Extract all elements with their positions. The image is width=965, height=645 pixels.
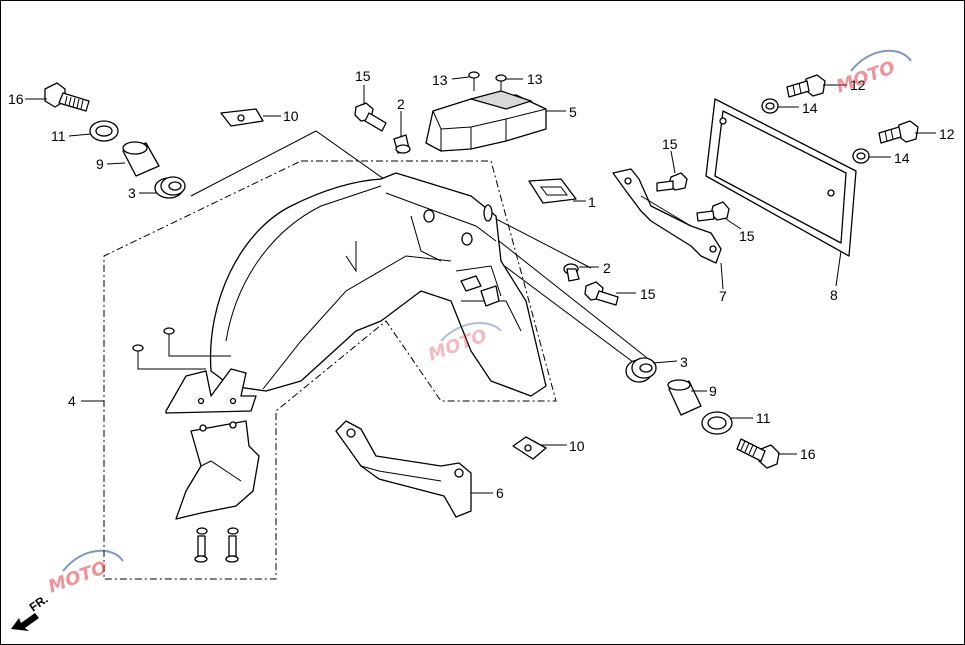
callout-6: 6 (496, 485, 504, 501)
callout-12-b: 12 (939, 126, 955, 142)
callout-10-left: 10 (283, 108, 299, 124)
license-plate-8 (705, 98, 857, 257)
callout-1: 1 (588, 194, 596, 210)
callout-2-top: 2 (397, 96, 405, 112)
front-direction-label: FR. (27, 592, 51, 615)
callout-11-left: 11 (51, 128, 66, 144)
callout-labels: 16 11 9 3 4 10 15 2 13 13 5 1 2 15 15 15… (8, 68, 955, 501)
callout-14-a: 14 (802, 100, 818, 116)
bolt-16-left (44, 82, 90, 112)
bolt-15-bracket-a (656, 172, 688, 192)
washer-14-b (852, 148, 870, 164)
sleeve-9-left (122, 141, 160, 177)
callout-5: 5 (569, 104, 577, 120)
callout-11-right: 11 (756, 410, 771, 426)
bolt-15-mid (584, 281, 619, 306)
callout-9-right: 9 (709, 383, 717, 399)
rear-fender (132, 172, 547, 563)
front-direction-arrow: FR. (11, 592, 51, 631)
bracket-6 (335, 420, 472, 518)
bolt-16-right (736, 438, 780, 469)
clip-nut-10-right (512, 436, 547, 460)
watermark-logo-bottom-left: MOTO (46, 549, 124, 598)
fender-screw-right (225, 527, 239, 563)
callout-8: 8 (830, 287, 838, 303)
callout-14-b: 14 (894, 150, 910, 166)
rivet-2-top (393, 134, 411, 154)
screw-13-a (468, 71, 480, 91)
callout-16-right: 16 (800, 446, 816, 462)
watermark-logo-top-right: MOTO (834, 49, 912, 98)
callout-13-b: 13 (527, 71, 543, 87)
grommet-3-right (625, 357, 657, 383)
assembly-outline (103, 160, 557, 580)
bolt-12-b (878, 120, 919, 144)
callout-leaders (25, 76, 936, 494)
rivet-2-mid (563, 263, 580, 282)
reflector-1 (528, 178, 577, 204)
callout-15-top: 15 (355, 68, 371, 84)
callout-15-bracket-a: 15 (662, 136, 678, 152)
callout-12-a: 12 (850, 77, 866, 93)
bolt-12-a (786, 74, 826, 98)
callout-15-bracket-b: 15 (739, 228, 755, 244)
callout-13-a: 13 (432, 72, 448, 88)
callout-16-left: 16 (8, 91, 24, 107)
svg-text:MOTO: MOTO (834, 57, 898, 98)
callout-2-mid: 2 (603, 260, 611, 276)
collar-11-left (89, 120, 119, 142)
cover-5 (425, 90, 547, 152)
fender-screw-left (194, 527, 208, 563)
grommet-3-left (154, 176, 186, 199)
callout-3-left: 3 (128, 185, 136, 201)
callout-3-right: 3 (680, 354, 688, 370)
clip-nut-10-left (220, 108, 264, 127)
plate-bracket-7 (612, 168, 722, 264)
collar-11-right (701, 411, 733, 435)
bolt-15-bracket-b (696, 201, 730, 222)
callout-4: 4 (68, 393, 76, 409)
callout-7: 7 (719, 288, 727, 304)
sleeve-9-right (667, 379, 702, 416)
washer-14-a (761, 98, 779, 114)
svg-text:MOTO: MOTO (46, 557, 110, 598)
screw-13-b (495, 74, 507, 93)
bolt-15-top (354, 102, 387, 132)
callout-9-left: 9 (96, 156, 104, 172)
callout-15-mid: 15 (640, 286, 656, 302)
callout-10-right: 10 (569, 438, 585, 454)
